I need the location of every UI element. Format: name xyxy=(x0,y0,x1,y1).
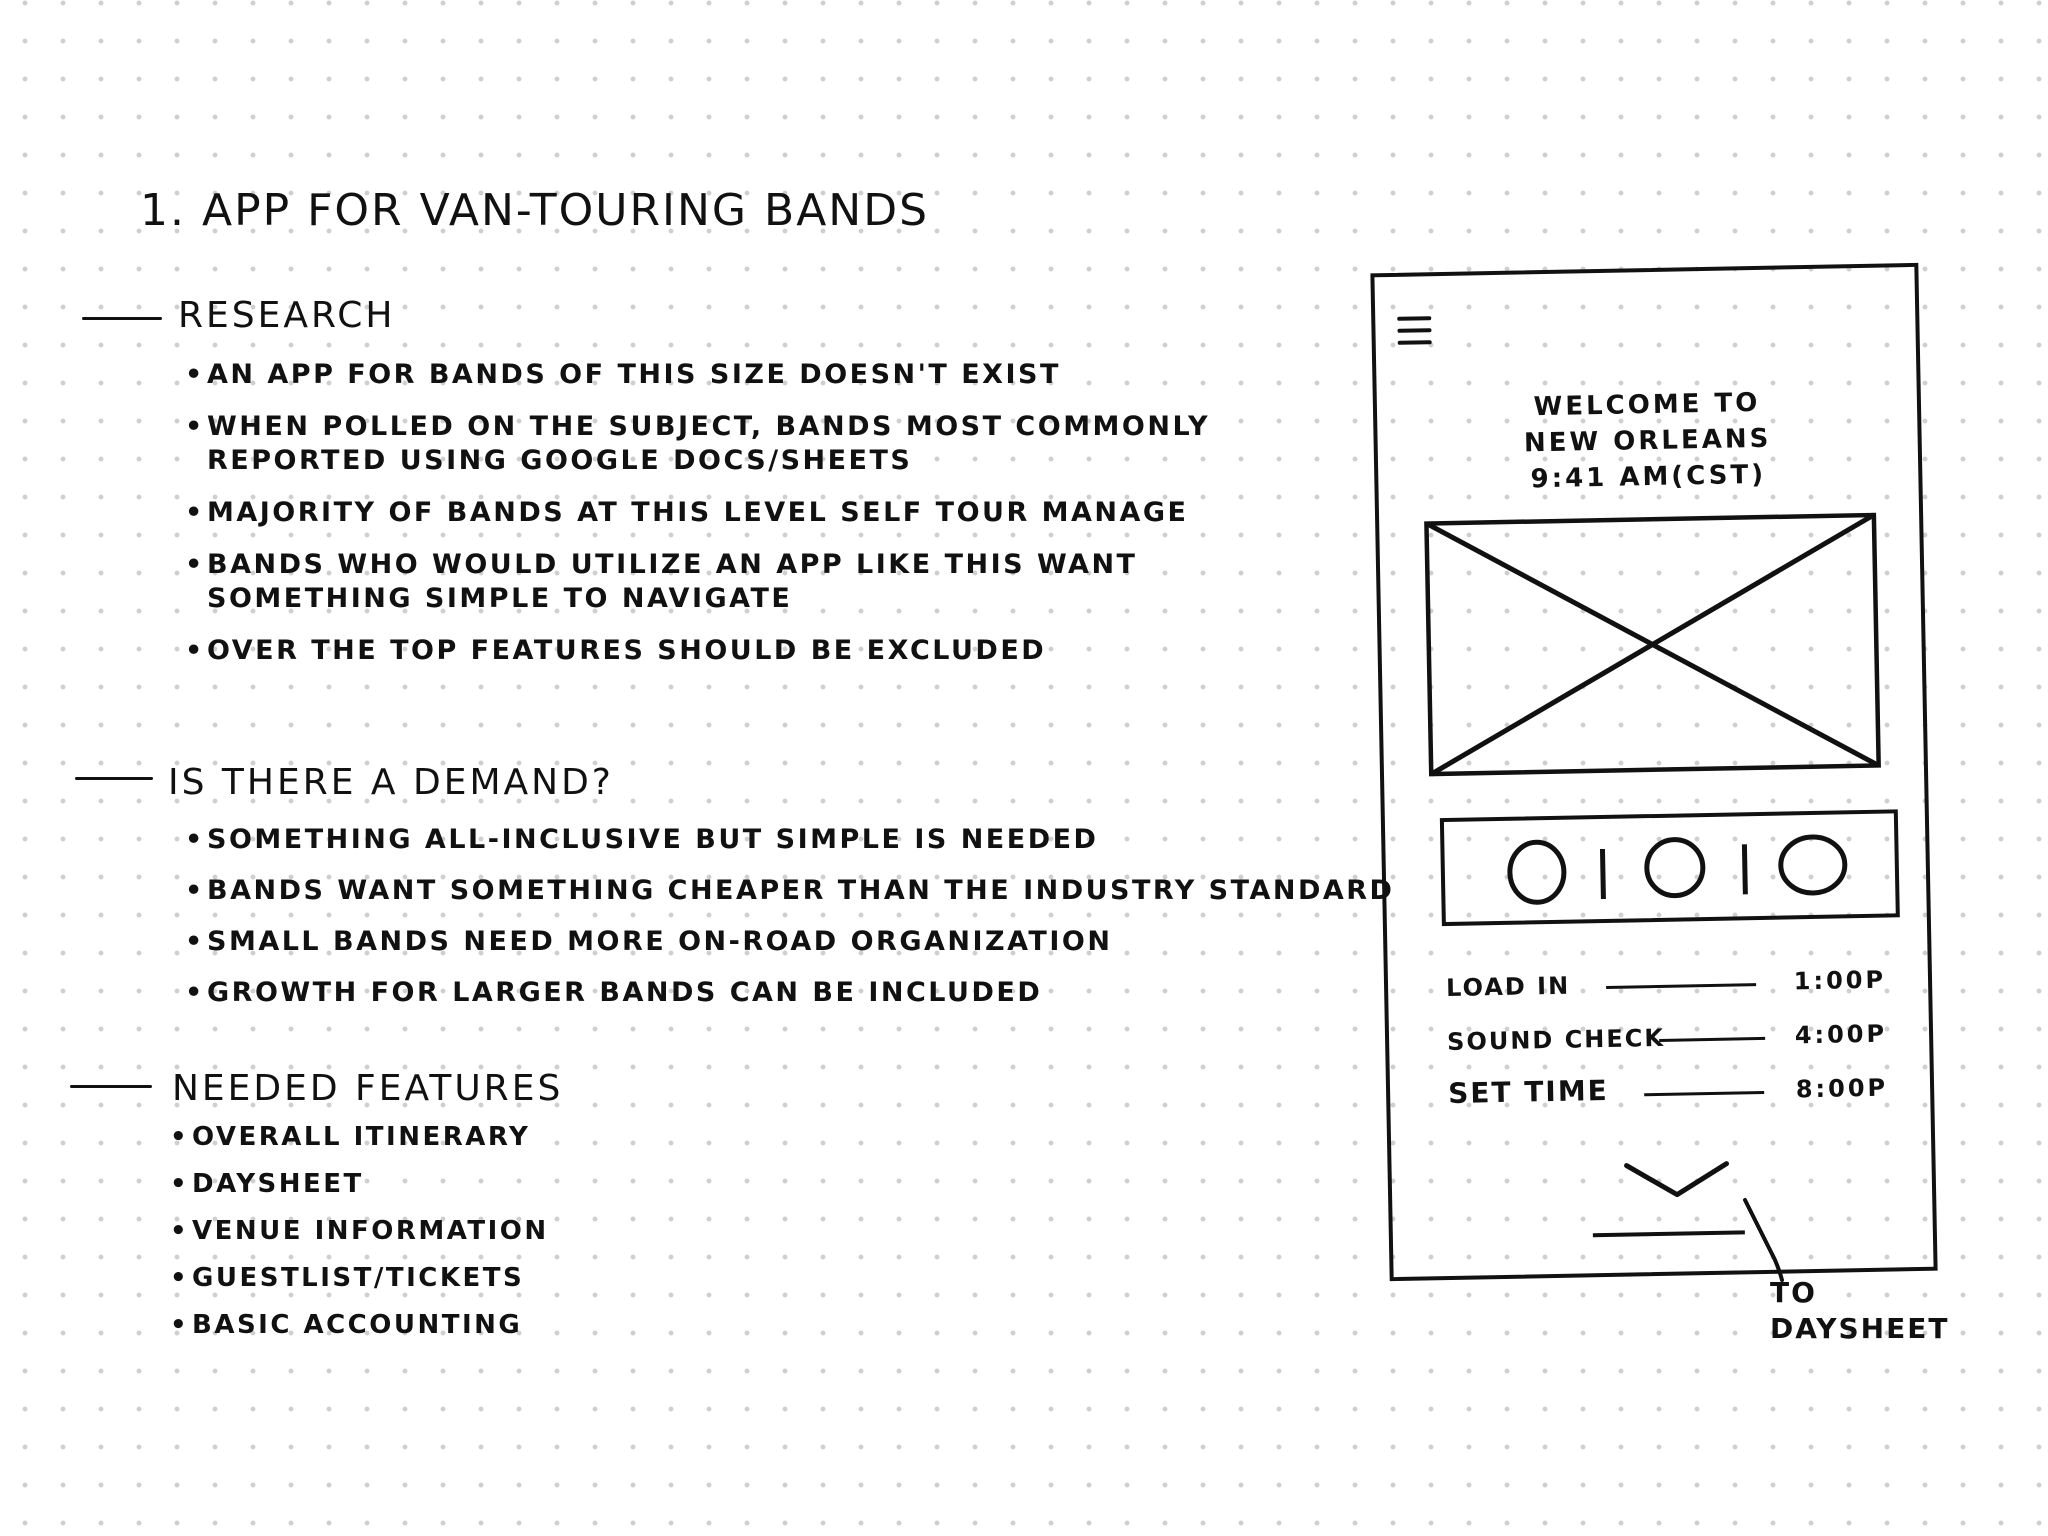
callout-line: To xyxy=(1770,1276,1817,1309)
schedule-leader xyxy=(1659,1036,1766,1042)
research-list: An app for bands of this size doesn't ex… xyxy=(185,358,1267,686)
carousel-dots-icon[interactable] xyxy=(1439,809,1900,927)
schedule-row: Set time 8:00P xyxy=(1448,1064,1889,1112)
section-dash-features xyxy=(70,1085,152,1088)
feature-bullet: Daysheet xyxy=(170,1167,549,1201)
phone-wireframe: Welcome to New Orleans 9:41 AM(CST) Load… xyxy=(1370,262,1938,1282)
research-bullet: Bands who would utilize an app like this… xyxy=(185,548,1267,616)
demand-bullet: Small bands need more on-road organizati… xyxy=(185,925,1394,959)
research-heading: Research xyxy=(178,295,396,336)
research-bullet: Majority of bands at this level self tou… xyxy=(185,496,1267,530)
section-dash-demand xyxy=(75,777,153,780)
schedule-time: 8:00P xyxy=(1795,1073,1889,1104)
schedule-leader xyxy=(1644,1090,1765,1097)
research-bullet: An app for bands of this size doesn't ex… xyxy=(185,358,1267,392)
demand-heading: Is there a demand? xyxy=(168,762,614,803)
demand-list: Something all-inclusive but simple is ne… xyxy=(185,823,1394,1027)
research-bullet: When polled on the subject, bands most c… xyxy=(185,410,1267,478)
page-title: 1. App for van-touring bands xyxy=(140,185,930,236)
schedule-time: 1:00P xyxy=(1793,965,1887,996)
features-heading: Needed features xyxy=(172,1068,564,1109)
feature-bullet: Overall itinerary xyxy=(170,1120,549,1154)
schedule-label: Set time xyxy=(1447,1073,1610,1111)
feature-bullet: Basic accounting xyxy=(170,1308,549,1342)
callout-line: Daysheet xyxy=(1770,1312,1950,1345)
schedule-row: Load in 1:00P xyxy=(1446,956,1887,1004)
feature-bullet: Venue information xyxy=(170,1214,549,1248)
schedule-leader xyxy=(1606,983,1757,989)
schedule-row: Sound check 4:00P xyxy=(1447,1010,1888,1058)
demand-bullet: Growth for larger bands can be included xyxy=(185,976,1394,1010)
callout-arrow xyxy=(1743,1198,1784,1282)
section-dash-research xyxy=(82,317,162,320)
welcome-banner: Welcome to New Orleans 9:41 AM(CST) xyxy=(1377,382,1919,500)
features-list: Overall itinerary Daysheet Venue informa… xyxy=(170,1120,549,1355)
schedule-time: 4:00P xyxy=(1794,1019,1888,1050)
schedule-label: Load in xyxy=(1445,971,1571,1003)
feature-bullet: Guestlist/tickets xyxy=(170,1261,549,1295)
chevron-down-icon[interactable] xyxy=(1621,1159,1732,1201)
schedule-label: Sound check xyxy=(1446,1023,1666,1057)
demand-bullet: Bands want something cheaper than the in… xyxy=(185,874,1394,908)
demand-bullet: Something all-inclusive but simple is ne… xyxy=(185,823,1394,857)
research-bullet: Over the top features should be excluded xyxy=(185,634,1267,668)
image-placeholder xyxy=(1423,512,1882,777)
callout-label: To Daysheet xyxy=(1770,1275,1949,1347)
hamburger-menu-icon[interactable] xyxy=(1397,316,1432,353)
